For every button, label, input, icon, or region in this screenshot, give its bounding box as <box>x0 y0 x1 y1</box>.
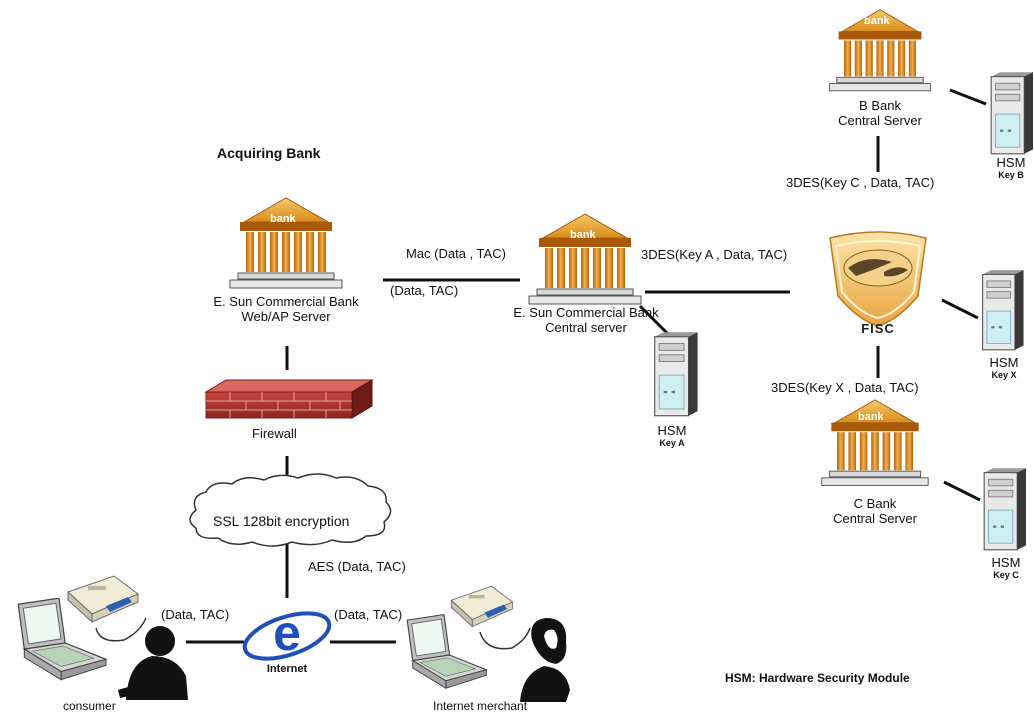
edge-c-bank-hsm-c <box>943 480 981 502</box>
hsm-a-label: HSM Key A <box>650 423 694 449</box>
c-bank-role: Central Server <box>833 511 917 526</box>
merchant-cable <box>479 627 531 650</box>
des-key-a-edge-label: 3DES(Key A , Data, TAC) <box>641 247 788 262</box>
consumer-label: consumer <box>63 699 116 713</box>
hsm-c-label: HSM Key C <box>984 555 1028 581</box>
merchant-label: Internet merchant <box>433 699 528 713</box>
consumer-card-reader-icon <box>67 575 139 623</box>
des-key-c-edge-label: 3DES(Key C , Data, TAC) <box>786 175 935 190</box>
hsm-x-key: Key X <box>991 370 1017 380</box>
esun-web-role: Web/AP Server <box>241 309 331 324</box>
hsm-a-title: HSM <box>657 423 687 438</box>
edge-central-hsm-a <box>638 304 670 336</box>
edge-fisc-hsm-x <box>941 298 979 320</box>
consumer-cable <box>95 617 147 642</box>
merchant-card-reader-icon <box>450 585 513 627</box>
esun-central-name: E. Sun Commercial Bank <box>513 305 659 320</box>
firewall-icon <box>204 379 374 419</box>
fisc-label: FISC <box>861 321 895 336</box>
svg-text:e: e <box>273 605 301 661</box>
des-key-x-edge-label: 3DES(Key X , Data, TAC) <box>771 380 919 395</box>
hsm-c-icon <box>983 467 1027 551</box>
b-bank-role: Central Server <box>838 113 922 128</box>
hsm-x-title: HSM <box>989 355 1019 370</box>
hsm-a-key: Key A <box>659 438 685 448</box>
hsm-legend: HSM: Hardware Security Module <box>725 671 910 685</box>
merchant-person-icon <box>520 618 570 702</box>
c-bank-name: C Bank <box>853 496 897 511</box>
bank-sign-central: bank <box>570 229 596 241</box>
edge-b-bank-hsm-b <box>949 88 987 106</box>
hsm-b-key: Key B <box>998 170 1024 180</box>
b-bank-label: B Bank Central Server <box>820 98 940 128</box>
hsm-a-icon <box>654 331 699 417</box>
bank-sign-web: bank <box>270 213 296 225</box>
bank-sign-c: bank <box>858 411 884 423</box>
esun-central-server-label: E. Sun Commercial Bank Central server <box>486 305 686 335</box>
hsm-b-label: HSM Key B <box>990 155 1032 181</box>
aes-edge-label: AES (Data, TAC) <box>308 559 406 574</box>
ssl-cloud-icon <box>189 473 392 547</box>
esun-central-role: Central server <box>545 320 627 335</box>
ssl-label: SSL 128bit encryption <box>213 513 350 529</box>
acquiring-bank-heading: Acquiring Bank <box>217 145 321 161</box>
data-tac-web-edge-label: (Data, TAC) <box>390 283 459 298</box>
hsm-c-title: HSM <box>991 555 1021 570</box>
hsm-c-key: Key C <box>993 570 1019 580</box>
internet-e-logo-icon: e <box>242 605 332 661</box>
b-bank-name: B Bank <box>859 98 901 113</box>
hsm-x-label: HSM Key X <box>982 355 1026 381</box>
hsm-b-icon <box>990 71 1034 155</box>
esun-web-name: E. Sun Commercial Bank <box>213 294 359 309</box>
c-bank-label: C Bank Central Server <box>815 496 935 526</box>
hsm-x-icon <box>982 269 1025 351</box>
merchant-data-edge-label: (Data, TAC) <box>334 607 403 622</box>
bank-sign-b: bank <box>864 15 890 27</box>
firewall-label: Firewall <box>252 426 297 441</box>
esun-web-server-label: E. Sun Commercial Bank Web/AP Server <box>186 294 386 324</box>
internet-label: Internet <box>266 663 308 675</box>
fisc-emblem-icon <box>829 231 927 327</box>
mac-edge-label: Mac (Data , TAC) <box>406 246 506 261</box>
hsm-b-title: HSM <box>996 155 1026 170</box>
consumer-person-icon <box>118 626 188 700</box>
consumer-data-edge-label: (Data, TAC) <box>161 607 230 622</box>
